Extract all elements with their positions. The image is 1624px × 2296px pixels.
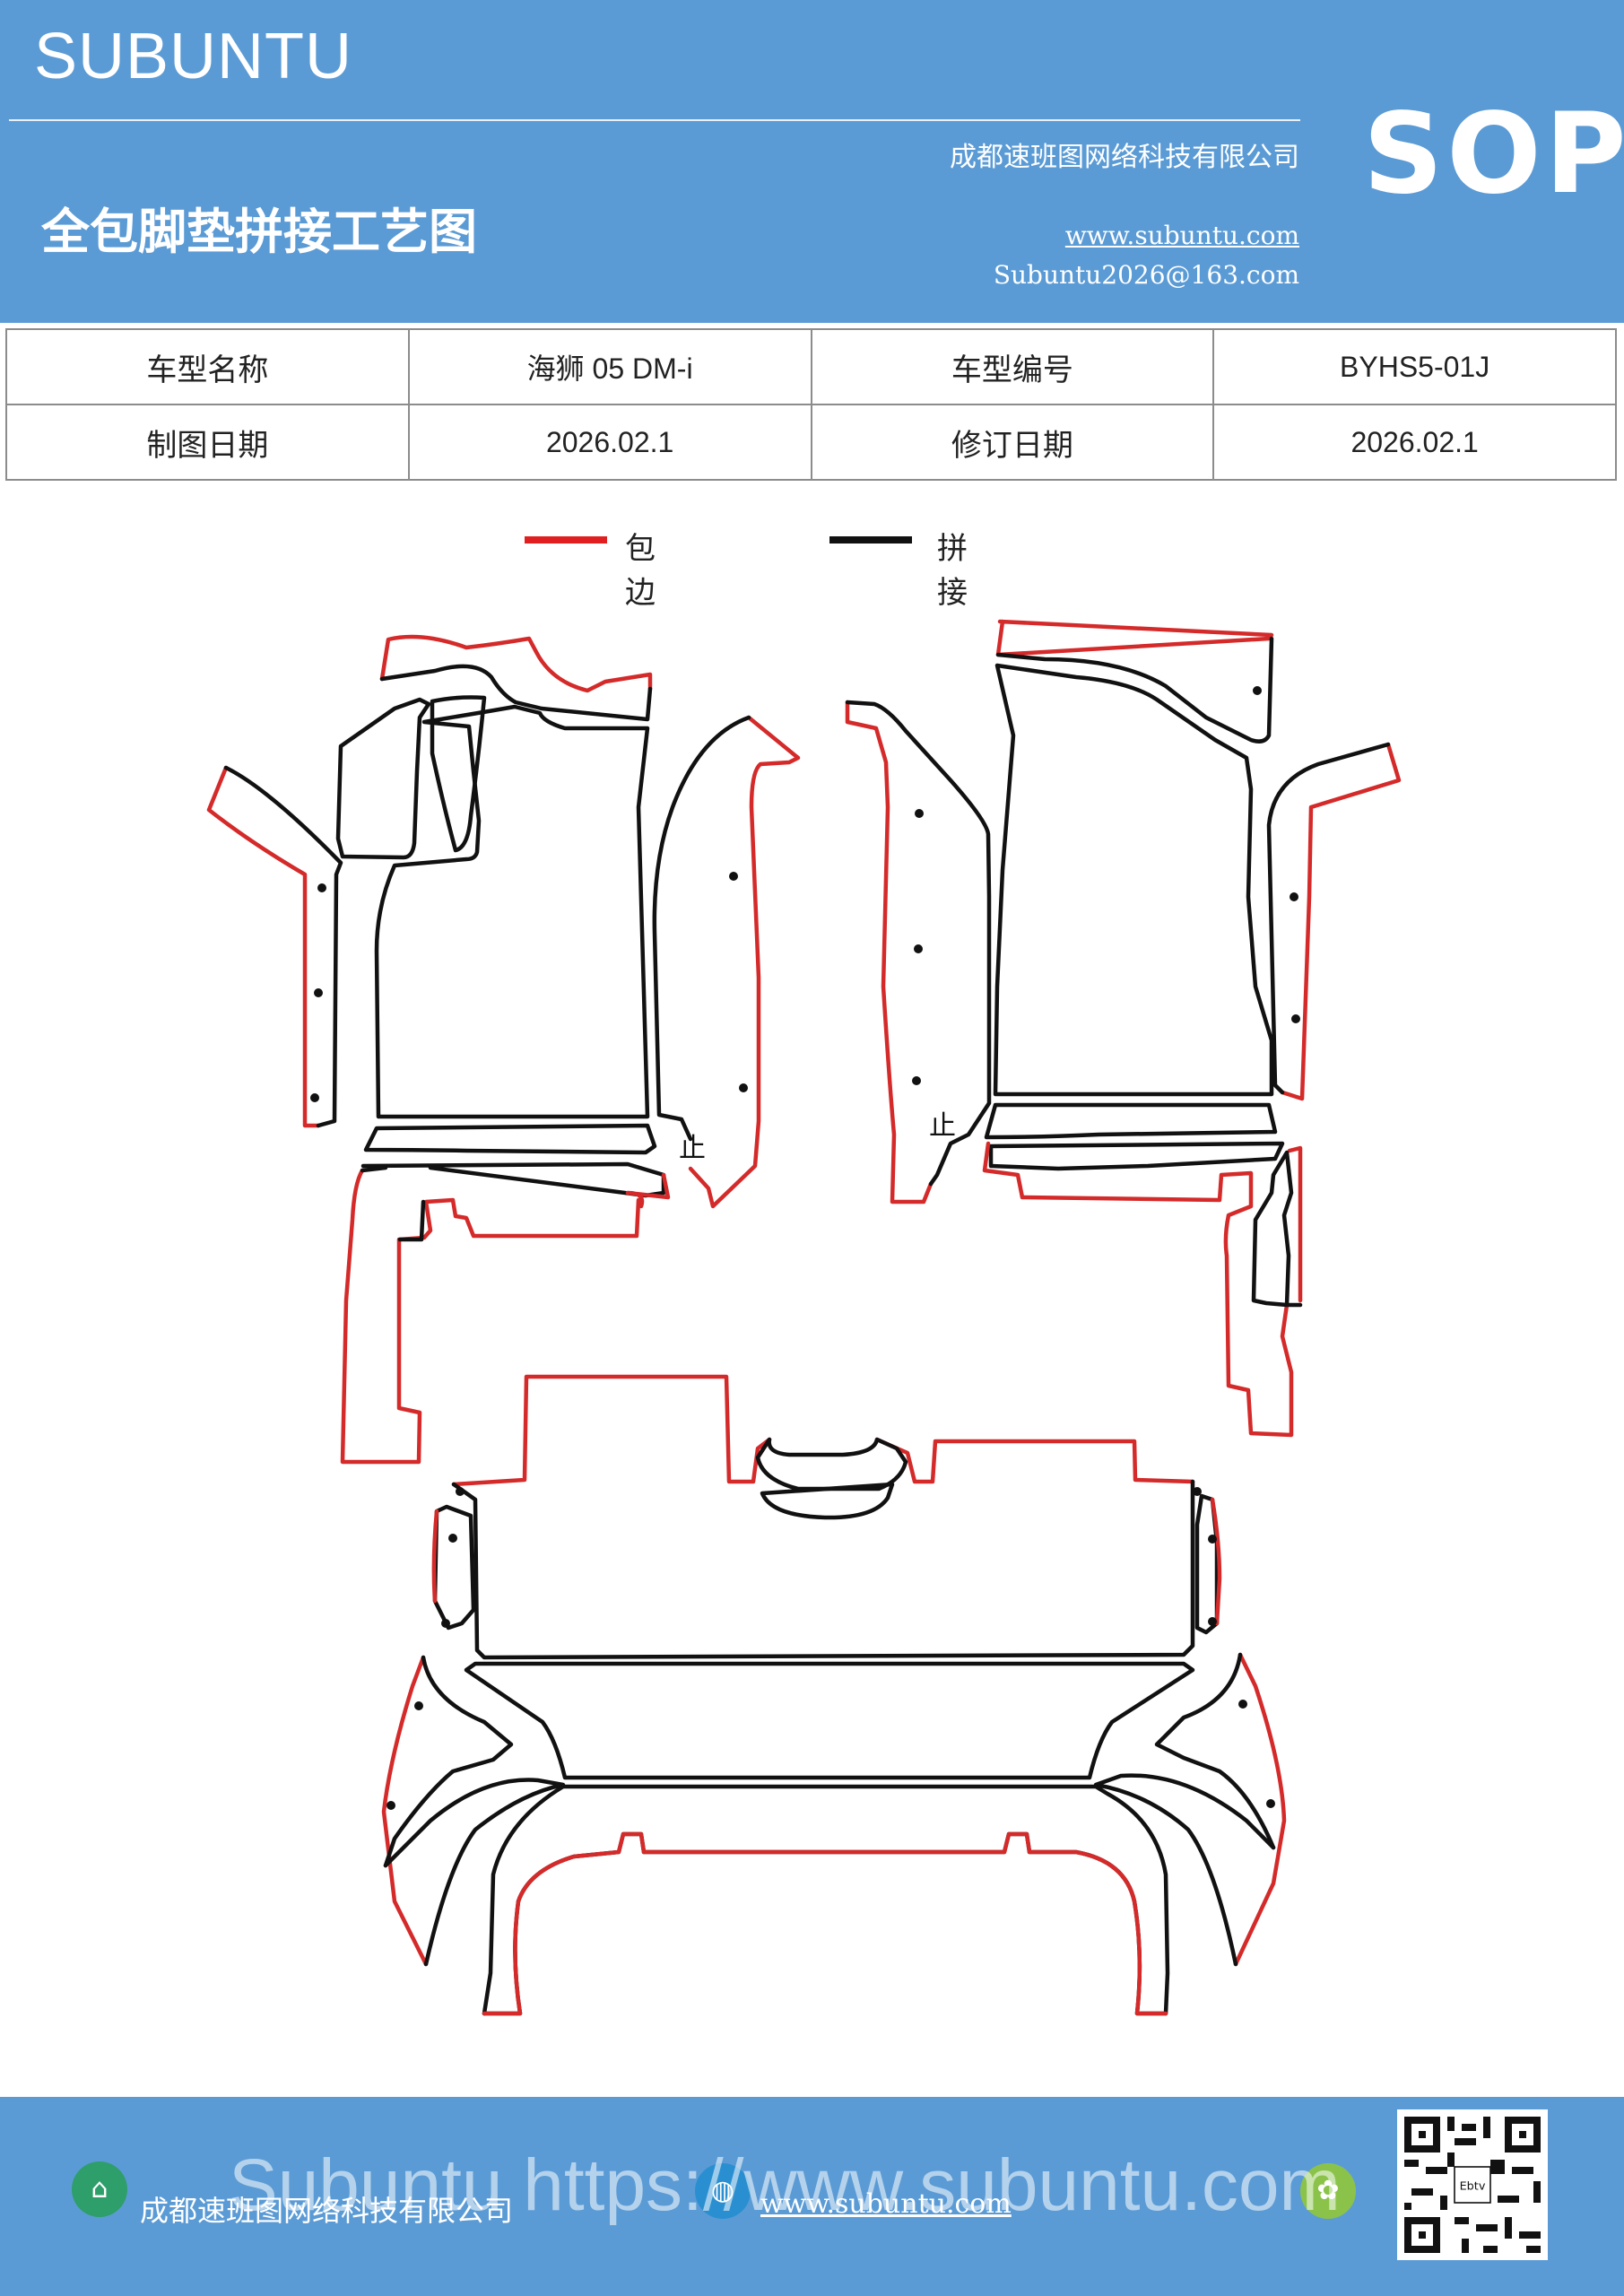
- legend-swatch-black: [829, 536, 912, 544]
- qr-center-label: Ebtv: [1460, 2180, 1486, 2194]
- driver-front-strip: [360, 1123, 671, 1209]
- legend-swatch-red: [525, 536, 607, 544]
- stop-mark-left: 止: [679, 1133, 706, 1164]
- driver-main-panel: [335, 634, 653, 1119]
- driver-left-side: [206, 765, 343, 1128]
- rear-arch: [482, 1784, 1170, 2016]
- qr-code[interactable]: Ebtv: [1397, 2109, 1548, 2260]
- model-code-value: BYHS5-01J: [1212, 328, 1617, 405]
- vehicle-info-table: 车型名称 海狮 05 DM-i 车型编号 BYHS5-01J 制图日期 2026…: [5, 328, 1617, 481]
- driver-rear-left-L: [340, 1165, 641, 1465]
- revise-date-value: 2026.02.1: [1212, 404, 1617, 481]
- website-link[interactable]: www.subuntu.com: [1064, 221, 1299, 250]
- wechat-icon: ✿: [1300, 2163, 1356, 2219]
- passenger-front-strips: [984, 1102, 1285, 1171]
- rear-main-panel: [431, 1374, 1222, 1780]
- draw-date-label: 制图日期: [5, 404, 410, 481]
- floor-mat-diagram: 止 止: [206, 619, 1402, 2016]
- positioning-dots: [310, 686, 1300, 1810]
- draw-date-value: 2026.02.1: [407, 404, 812, 481]
- model-name-label: 车型名称: [5, 328, 410, 405]
- header-banner: SUBUNTU 全包脚垫拼接工艺图 成都速班图网络科技有限公司 www.subu…: [0, 0, 1624, 323]
- rear-left-wing: [381, 1655, 566, 1967]
- model-code-label: 车型编号: [810, 328, 1215, 405]
- watermark-text: Subuntu https://www.subuntu.com: [229, 2144, 1341, 2226]
- document-title: 全包脚垫拼接工艺图: [41, 204, 477, 260]
- legend-label: 包边: [625, 531, 656, 611]
- passenger-left-strip: [845, 700, 992, 1205]
- model-name-value: 海狮 05 DM-i: [407, 328, 812, 405]
- revise-date-label: 修订日期: [810, 404, 1215, 481]
- footer-company: 成都速班图网络科技有限公司: [140, 2194, 514, 2228]
- company-name: 成都速班图网络科技有限公司: [950, 142, 1299, 173]
- table-row: 制图日期 2026.02.1 修订日期 2026.02.1: [5, 404, 1617, 481]
- passenger-right-side: [1266, 742, 1402, 1101]
- stop-mark-right: 止: [929, 1110, 956, 1142]
- sop-badge: SOP: [1363, 90, 1624, 219]
- rear-right-wing: [1093, 1652, 1287, 1967]
- table-row: 车型名称 海狮 05 DM-i 车型编号 BYHS5-01J: [5, 328, 1617, 405]
- building-icon: ⌂: [72, 2161, 127, 2217]
- passenger-main-panel: [993, 619, 1274, 1097]
- driver-right-strip: [652, 715, 801, 1209]
- legend-label: 拼接: [937, 531, 968, 611]
- footer-website-link[interactable]: www.subuntu.com: [760, 2188, 1012, 2220]
- qr-code-pattern: Ebtv: [1397, 2109, 1548, 2260]
- brand-name: SUBUNTU: [34, 21, 353, 92]
- passenger-rear-right-L: [982, 1141, 1303, 1438]
- globe-icon: ◍: [695, 2163, 751, 2219]
- contact-email[interactable]: Subuntu2026@163.com: [993, 260, 1299, 290]
- header-divider: [9, 119, 1300, 121]
